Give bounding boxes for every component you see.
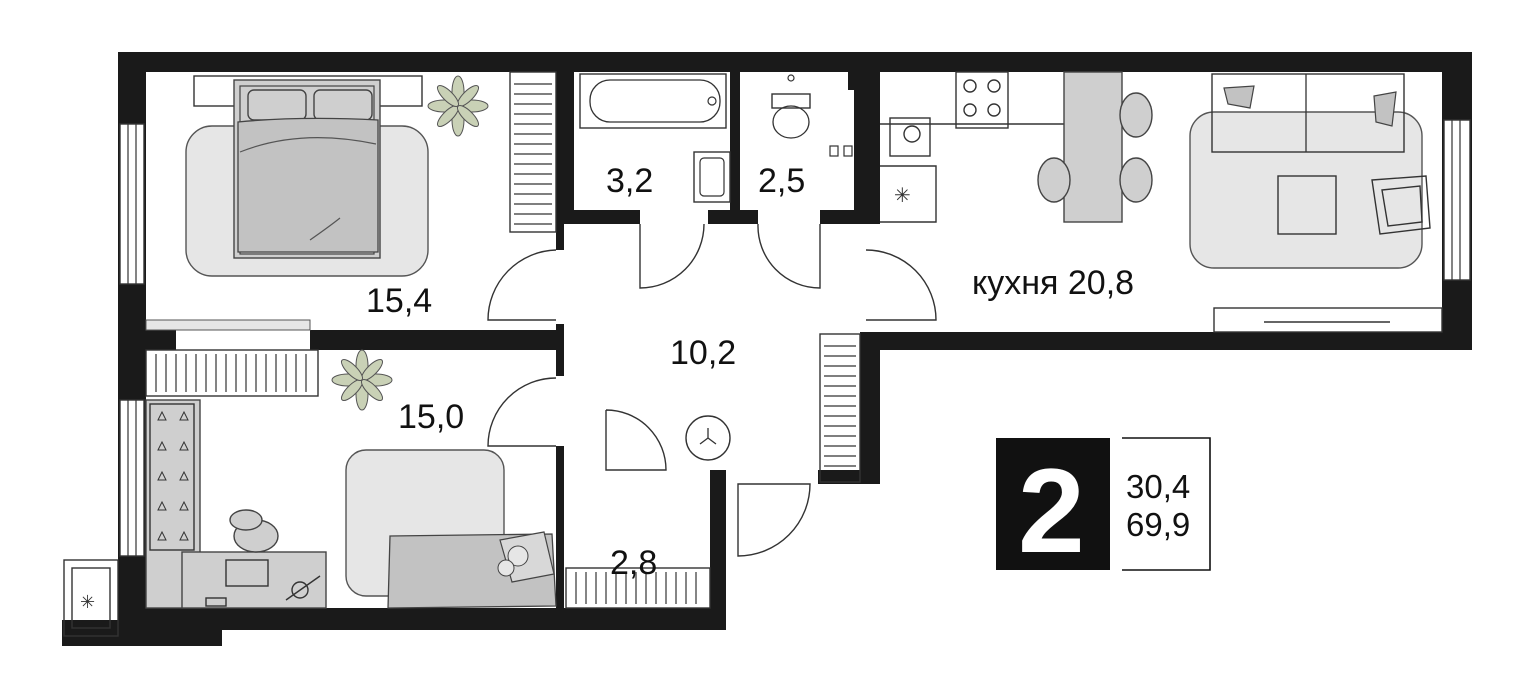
- doors: [487, 223, 937, 557]
- room-labels: 15,4 3,2 2,5 кухня 20,8 10,2 15,0 2,8: [366, 162, 1134, 582]
- area-box: [1122, 437, 1211, 571]
- plant-icon-2: [331, 349, 393, 411]
- svg-text:✳: ✳: [80, 592, 95, 613]
- plant-icon: [427, 75, 489, 137]
- label-bathroom: 3,2: [606, 162, 653, 200]
- walls: [62, 52, 1472, 646]
- label-toilet: 2,5: [758, 162, 805, 200]
- label-bedroom-1: 15,4: [366, 282, 432, 320]
- bathroom-fixtures: [579, 73, 731, 203]
- svg-text:✳: ✳: [894, 183, 911, 207]
- hall-fixtures: [685, 333, 861, 483]
- label-kitchen: кухня 20,8: [972, 264, 1134, 302]
- bedroom-1-furniture: [145, 71, 557, 331]
- total-area: 69,9: [1126, 506, 1190, 543]
- rooms-count: 2: [1018, 444, 1085, 578]
- label-hall: 10,2: [670, 334, 736, 372]
- room-count-badge: 2 30,4 69,9: [996, 437, 1211, 578]
- bedroom-2-furniture: ✳: [63, 349, 557, 637]
- living-area: 30,4: [1126, 468, 1190, 505]
- storage-fixtures: [565, 567, 711, 609]
- toilet-fixtures: [771, 74, 853, 157]
- label-storage: 2,8: [610, 544, 657, 582]
- label-bedroom-2: 15,0: [398, 398, 464, 436]
- badge-background: [996, 438, 1110, 570]
- kitchen-furniture: ✳: [880, 71, 1443, 333]
